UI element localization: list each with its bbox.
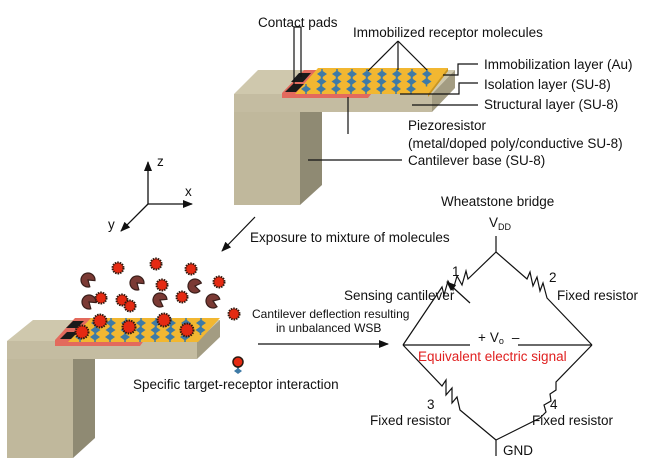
label-deflection-line2: in unbalanced WSB — [276, 321, 381, 335]
target-molecule — [92, 313, 108, 329]
target-molecule — [175, 290, 189, 304]
nontarget-molecule — [129, 275, 145, 291]
target-molecule — [149, 257, 163, 271]
contact-pad — [66, 321, 84, 328]
target-molecule — [121, 319, 137, 335]
beam-side — [197, 320, 220, 359]
axis-label-z: z — [157, 154, 164, 169]
receptor-molecule — [90, 332, 100, 342]
label-structural-layer: Structural layer (SU-8) — [484, 97, 618, 112]
target-molecule — [179, 322, 195, 338]
resistor-2-number: 2 — [549, 270, 557, 285]
top-leaders — [293, 26, 478, 161]
resistor-3-label: Fixed resistor — [370, 413, 452, 428]
bound-targets — [74, 312, 195, 340]
label-contact-pads: Contact pads — [258, 15, 338, 30]
resistor-2-label: Fixed resistor — [557, 288, 639, 303]
label-immobilization-layer: Immobilization layer (Au) — [484, 57, 633, 72]
resistor-1-number: 1 — [452, 264, 460, 279]
receptor-molecule — [406, 84, 416, 94]
molecule-mixture — [80, 257, 241, 321]
label-isolation-layer: Isolation layer (SU-8) — [484, 77, 611, 92]
contact-pad — [291, 73, 311, 82]
target-molecule — [74, 324, 90, 340]
nontarget-molecule — [187, 278, 203, 294]
receptor-molecule — [105, 332, 115, 342]
axis-label-y: y — [108, 217, 115, 232]
nontarget-molecule — [80, 272, 96, 288]
resistor-4-number: 4 — [550, 397, 558, 412]
target-molecule — [212, 275, 226, 289]
base-shadow-side — [73, 359, 95, 458]
target-molecule — [155, 278, 169, 292]
label-exposure: Exposure to mixture of molecules — [250, 230, 450, 245]
receptor-molecule — [165, 332, 175, 342]
equivalent-signal-label: Equivalent electric signal — [418, 349, 567, 364]
receptor-molecule — [316, 84, 326, 94]
bridge-title: Wheatstone bridge — [441, 194, 554, 209]
resistor-4-label: Fixed resistor — [532, 413, 614, 428]
nontarget-molecule — [205, 293, 221, 309]
top-cantilever — [234, 68, 455, 205]
receptor-molecule — [421, 76, 432, 87]
label-piezoresistor-materials: (metal/doped poly/conductive SU-8) — [408, 136, 623, 151]
bottom-cantilever — [7, 312, 220, 458]
axis-label-x: x — [185, 184, 192, 199]
beam-side — [432, 70, 455, 112]
resistor-3-number: 3 — [427, 397, 435, 412]
beam-front — [234, 94, 432, 112]
base-shadow-side — [300, 112, 322, 205]
target-receptor-icon — [232, 356, 244, 374]
base-front — [234, 98, 300, 205]
label-cantilever-base: Cantilever base (SU-8) — [408, 153, 545, 168]
target-molecule — [156, 312, 172, 328]
receptor-molecule — [135, 332, 145, 342]
target-molecule — [123, 299, 137, 313]
receptor-molecule — [150, 332, 160, 342]
receptor-molecule — [391, 84, 401, 94]
receptor-molecule — [361, 84, 371, 94]
target-molecule — [94, 291, 108, 305]
label-deflection-line1: Cantilever deflection resulting — [252, 307, 409, 321]
receptor-molecule — [331, 84, 341, 94]
exposure-arrow — [221, 216, 256, 252]
label-interaction: Specific target-receptor interaction — [133, 377, 339, 392]
contact-pad — [285, 84, 304, 92]
nontarget-molecule — [152, 292, 168, 308]
receptor-molecule — [301, 84, 311, 94]
target-molecule — [111, 261, 125, 275]
beam-front — [7, 341, 197, 359]
contact-pad — [60, 332, 78, 339]
receptor-molecule — [195, 325, 206, 335]
resistor-1-label: Sensing cantilever — [344, 288, 455, 303]
receptor-molecule — [376, 84, 386, 94]
label-piezoresistor: Piezoresistor — [408, 118, 487, 133]
receptor-grid — [301, 69, 432, 94]
base-front — [7, 345, 73, 458]
target-molecule — [184, 262, 198, 276]
coordinate-axes — [120, 161, 193, 232]
label-receptors: Immobilized receptor molecules — [353, 25, 543, 40]
variable-resistor-arrow — [446, 281, 471, 304]
gnd-label: GND — [503, 443, 533, 458]
vdd-label: VDD — [489, 215, 512, 232]
receptor-molecule — [120, 332, 130, 342]
nontarget-molecule — [81, 294, 97, 310]
target-molecule — [227, 307, 241, 321]
vo-label: +Vo– — [478, 330, 520, 346]
receptor-molecule — [346, 84, 356, 94]
